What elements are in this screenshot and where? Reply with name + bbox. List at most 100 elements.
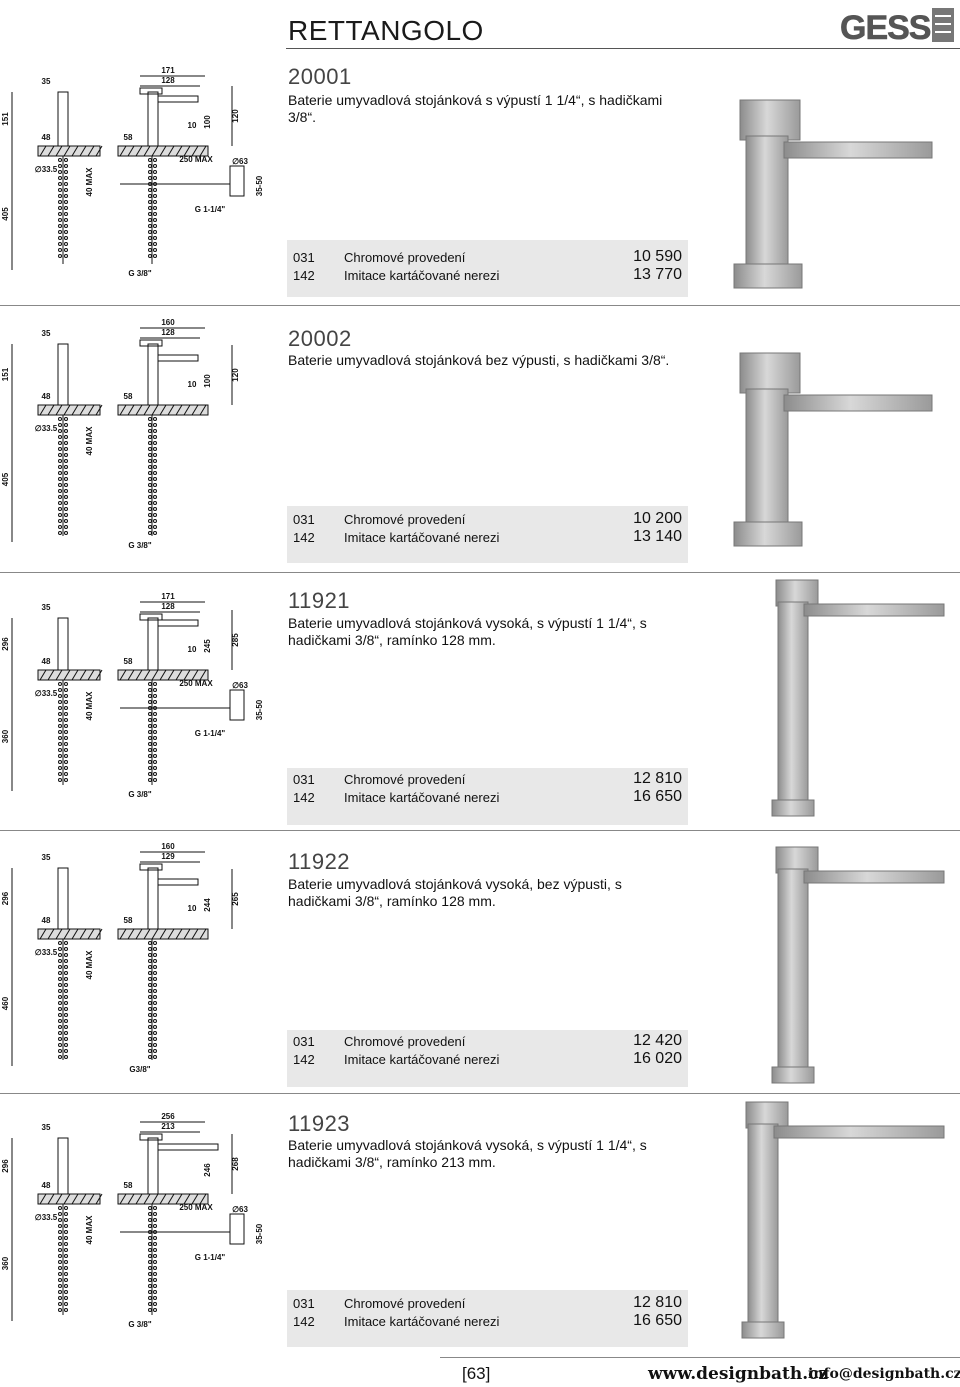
finish-name: Imitace kartáčované nerezi xyxy=(344,790,500,805)
side-view-body xyxy=(147,1137,159,1195)
hose-link xyxy=(153,158,157,162)
product-photo xyxy=(771,846,945,1084)
dimension-label: 48 xyxy=(42,657,51,666)
hose-link xyxy=(153,495,157,499)
hose-link xyxy=(64,742,68,746)
front-view-body xyxy=(57,1137,69,1195)
hose-link xyxy=(58,1290,62,1294)
hose-link xyxy=(64,1224,68,1228)
hose-link xyxy=(148,1224,152,1228)
hose-link xyxy=(64,1037,68,1041)
hose-link xyxy=(58,712,62,716)
hose-link xyxy=(64,1025,68,1029)
hose-link xyxy=(64,501,68,505)
hatch-line xyxy=(199,404,207,416)
side-view-body xyxy=(147,867,159,930)
hose-link xyxy=(64,188,68,192)
hose-link xyxy=(64,694,68,698)
faucet-body xyxy=(745,388,789,525)
hatch-line xyxy=(175,404,183,416)
dimension-label: G 1-1/4" xyxy=(195,205,226,214)
hose-link xyxy=(58,977,62,981)
hose-link xyxy=(153,766,157,770)
hose-link xyxy=(153,423,157,427)
dimension-label: 35 xyxy=(42,1123,51,1132)
hose-link xyxy=(64,724,68,728)
drawing-lines xyxy=(11,75,245,270)
dimension-label: 35 xyxy=(42,853,51,862)
hose-link xyxy=(58,1055,62,1059)
hose-link xyxy=(148,441,152,445)
dimension-label: 48 xyxy=(42,1181,51,1190)
lever xyxy=(139,863,163,871)
hose-link xyxy=(153,688,157,692)
hose-link xyxy=(58,1284,62,1288)
dimension-label: 296 xyxy=(1,637,10,651)
hatch-line xyxy=(55,1193,63,1205)
hatch-line xyxy=(55,145,63,157)
dimension-label: 48 xyxy=(42,133,51,142)
hose-link xyxy=(148,236,152,240)
website-link[interactable]: www.designbath.cz xyxy=(648,1364,829,1384)
hose-link xyxy=(58,1224,62,1228)
hose-link xyxy=(153,953,157,957)
hose-link xyxy=(153,1212,157,1216)
hose-link xyxy=(64,513,68,517)
price-value: 13 140 xyxy=(633,528,682,545)
hose-link xyxy=(58,1025,62,1029)
email-link[interactable]: info@designbath.cz xyxy=(808,1366,960,1382)
hose-link xyxy=(64,453,68,457)
lever xyxy=(139,339,163,347)
hose-link xyxy=(58,682,62,686)
price-value: 16 650 xyxy=(633,788,682,805)
hose-link xyxy=(58,694,62,698)
product-photo xyxy=(733,352,933,547)
hatch-line xyxy=(95,669,103,681)
hose-link xyxy=(58,1218,62,1222)
price-value: 10 200 xyxy=(633,510,682,527)
price-row: 142 Imitace kartáčované nerezi 16 020 xyxy=(287,1050,688,1070)
hose-link xyxy=(64,1007,68,1011)
dimension-label: ∅63 xyxy=(232,157,248,166)
dimension-label: ∅63 xyxy=(232,1205,248,1214)
finish-code: 142 xyxy=(293,268,315,283)
price-value: 10 590 xyxy=(633,248,682,265)
hose-link xyxy=(64,248,68,252)
hatch-line xyxy=(39,928,47,940)
section-divider xyxy=(0,572,960,573)
hose-link xyxy=(58,742,62,746)
hose-link xyxy=(148,1037,152,1041)
hose-link xyxy=(153,525,157,529)
drawing-lines xyxy=(11,851,233,1066)
hose-link xyxy=(148,525,152,529)
hatch-line xyxy=(87,145,95,157)
hose-link xyxy=(148,766,152,770)
hose-link xyxy=(64,164,68,168)
dimension-label: 100 xyxy=(203,115,212,129)
hatch-line xyxy=(143,669,151,681)
hose-link xyxy=(58,236,62,240)
hose-link xyxy=(153,760,157,764)
hose-link xyxy=(58,194,62,198)
hatch-line xyxy=(127,145,135,157)
hose-link xyxy=(64,700,68,704)
lever xyxy=(139,87,163,95)
hose-link xyxy=(58,953,62,957)
hose-link xyxy=(153,1055,157,1059)
hose-link xyxy=(58,1308,62,1312)
hatch-line xyxy=(183,928,191,940)
hose-link xyxy=(148,688,152,692)
product-photo xyxy=(733,99,933,289)
hose-link xyxy=(153,1001,157,1005)
hose-link xyxy=(58,1206,62,1210)
hose-link xyxy=(64,983,68,987)
hose-link xyxy=(148,1013,152,1017)
hose-link xyxy=(64,1019,68,1023)
hose-link xyxy=(64,736,68,740)
hose-link xyxy=(64,778,68,782)
dimension-label: 120 xyxy=(231,109,240,123)
hose-link xyxy=(153,1013,157,1017)
hose-link xyxy=(64,1013,68,1017)
front-view-body xyxy=(57,343,69,406)
hose-link xyxy=(148,1278,152,1282)
